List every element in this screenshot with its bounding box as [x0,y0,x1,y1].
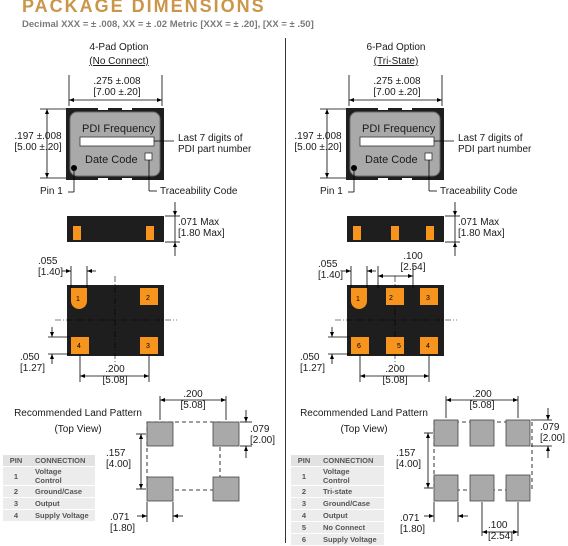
mid-dim-right: .100[2.54] [400,251,426,273]
svg-text:3: 3 [146,343,150,350]
land-h-right: .157[4.00] [396,448,422,470]
package-top-right [346,106,444,182]
land-title-left: Recommended Land Pattern(Top View) [14,408,142,435]
gap-dim-right: .050[1.27] [300,352,326,374]
pitch-dim-right: .200[5.08] [382,364,408,386]
pitch-dim-left: .200[5.08] [102,364,128,386]
svg-text:2: 2 [389,295,393,302]
pin1-label-left: Pin 1 [40,186,63,197]
option-title-right: 6-Pad Option [366,42,426,53]
svg-text:3: 3 [426,295,430,302]
land-h-left: .157[4.00] [106,448,132,470]
width-dim-right: .275 ±.008[7.00 ±.20] [373,76,421,98]
center-divider [285,38,286,543]
date-code-label-right: Date Code [365,154,418,166]
land-pitch-left: .200[5.08] [180,389,206,411]
svg-text:2: 2 [146,295,150,302]
svg-text:5: 5 [397,343,401,350]
trace-label-left: Traceability Code [160,186,238,197]
pad-dim-right: .055[1.40] [318,259,344,281]
land-pattern-right [433,419,533,502]
width-dim-left: .275 ±.008[7.00 ±.20] [93,76,141,98]
height-dim-left: .197 ±.008[5.00 ±.20] [14,131,62,153]
package-bottom-left [55,276,177,365]
option-subtitle-right: (Tri-State) [373,56,419,67]
svg-text:1: 1 [76,296,80,303]
option-title-left: 4-Pad Option [89,42,149,53]
max-dim-left: .071 Max[1.80 Max] [178,217,225,239]
svg-text:4: 4 [77,343,81,350]
svg-text:4: 4 [426,343,430,350]
date-code-label-left: Date Code [85,154,138,166]
land-w-left: .079[2.00] [250,424,276,446]
package-side-right [347,216,444,242]
page-title: PACKAGE DIMENSIONS [22,0,266,16]
max-dim-right: .071 Max[1.80 Max] [458,217,505,239]
package-top-left [66,106,164,182]
land-m-right: .100[2.54] [488,520,514,542]
svg-text:1: 1 [356,296,360,303]
pin1-label-right: Pin 1 [320,186,343,197]
trace-label-right: Traceability Code [440,186,518,197]
package-bottom-right [335,276,457,365]
package-side-left [67,216,164,242]
pdi-frequency-label-right: PDI Frequency [362,123,436,135]
height-dim-right: .197 ±.008[5.00 ±.20] [294,131,342,153]
land-b-right: .071[1.80] [400,513,426,535]
land-b-left: .071[1.80] [110,512,136,534]
land-pattern-left [146,421,240,502]
tolerance-note: Decimal XXX = ± .008, XX = ± .02 Metric … [22,19,314,30]
gap-dim-left: .050[1.27] [20,352,46,374]
svg-text:6: 6 [357,343,361,350]
land-title-right: Recommended Land Pattern(Top View) [300,408,428,435]
pad-dim-left: .055[1.40] [38,256,64,278]
option-subtitle-left: (No Connect) [89,56,149,67]
pdi-frequency-label-left: PDI Frequency [82,123,156,135]
land-w-right: .079[2.00] [540,422,566,444]
land-pitch-right: .200[5.08] [469,389,495,411]
top-view-drawing-left: PDI Frequency Date Code 1 2 4 3 [40,75,252,522]
